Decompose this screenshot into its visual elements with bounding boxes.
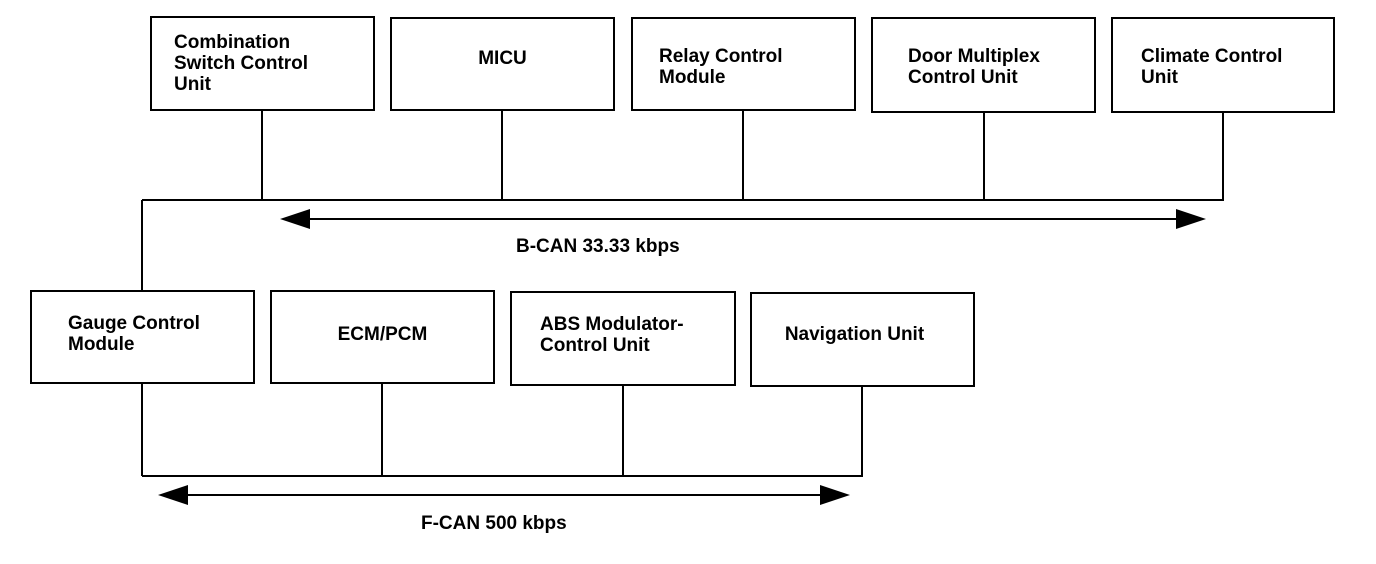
module-abs-modulator: ABS Modulator- Control Unit — [510, 291, 736, 386]
module-door-multiplex: Door Multiplex Control Unit — [871, 17, 1096, 113]
module-label: Combination Switch Control Unit — [174, 32, 309, 95]
module-label: Door Multiplex Control Unit — [908, 46, 1040, 88]
bcan-arrow-left-head — [280, 209, 310, 229]
module-relay-control: Relay Control Module — [631, 17, 856, 111]
module-navigation: Navigation Unit — [750, 292, 975, 387]
module-label: Navigation Unit — [784, 324, 925, 345]
module-label: Climate Control Unit — [1141, 46, 1283, 88]
fcan-label: F-CAN 500 kbps — [421, 513, 567, 534]
module-label: ABS Modulator- Control Unit — [540, 313, 684, 356]
bcan-label: B-CAN 33.33 kbps — [516, 236, 680, 257]
fcan-arrow-left-head — [158, 485, 188, 505]
module-label: Relay Control Module — [659, 46, 783, 88]
module-climate-control: Climate Control Unit — [1111, 17, 1335, 113]
bcan-arrow-right-head — [1176, 209, 1206, 229]
module-gauge-control: Gauge Control Module — [30, 290, 255, 384]
module-micu: MICU — [390, 17, 615, 111]
module-label: Gauge Control Module — [68, 313, 200, 355]
fcan-arrow-right-head — [820, 485, 850, 505]
module-ecm-pcm: ECM/PCM — [270, 290, 495, 384]
module-label: ECM/PCM — [337, 323, 428, 345]
module-combination-switch: Combination Switch Control Unit — [150, 16, 375, 111]
module-label: MICU — [478, 47, 527, 69]
